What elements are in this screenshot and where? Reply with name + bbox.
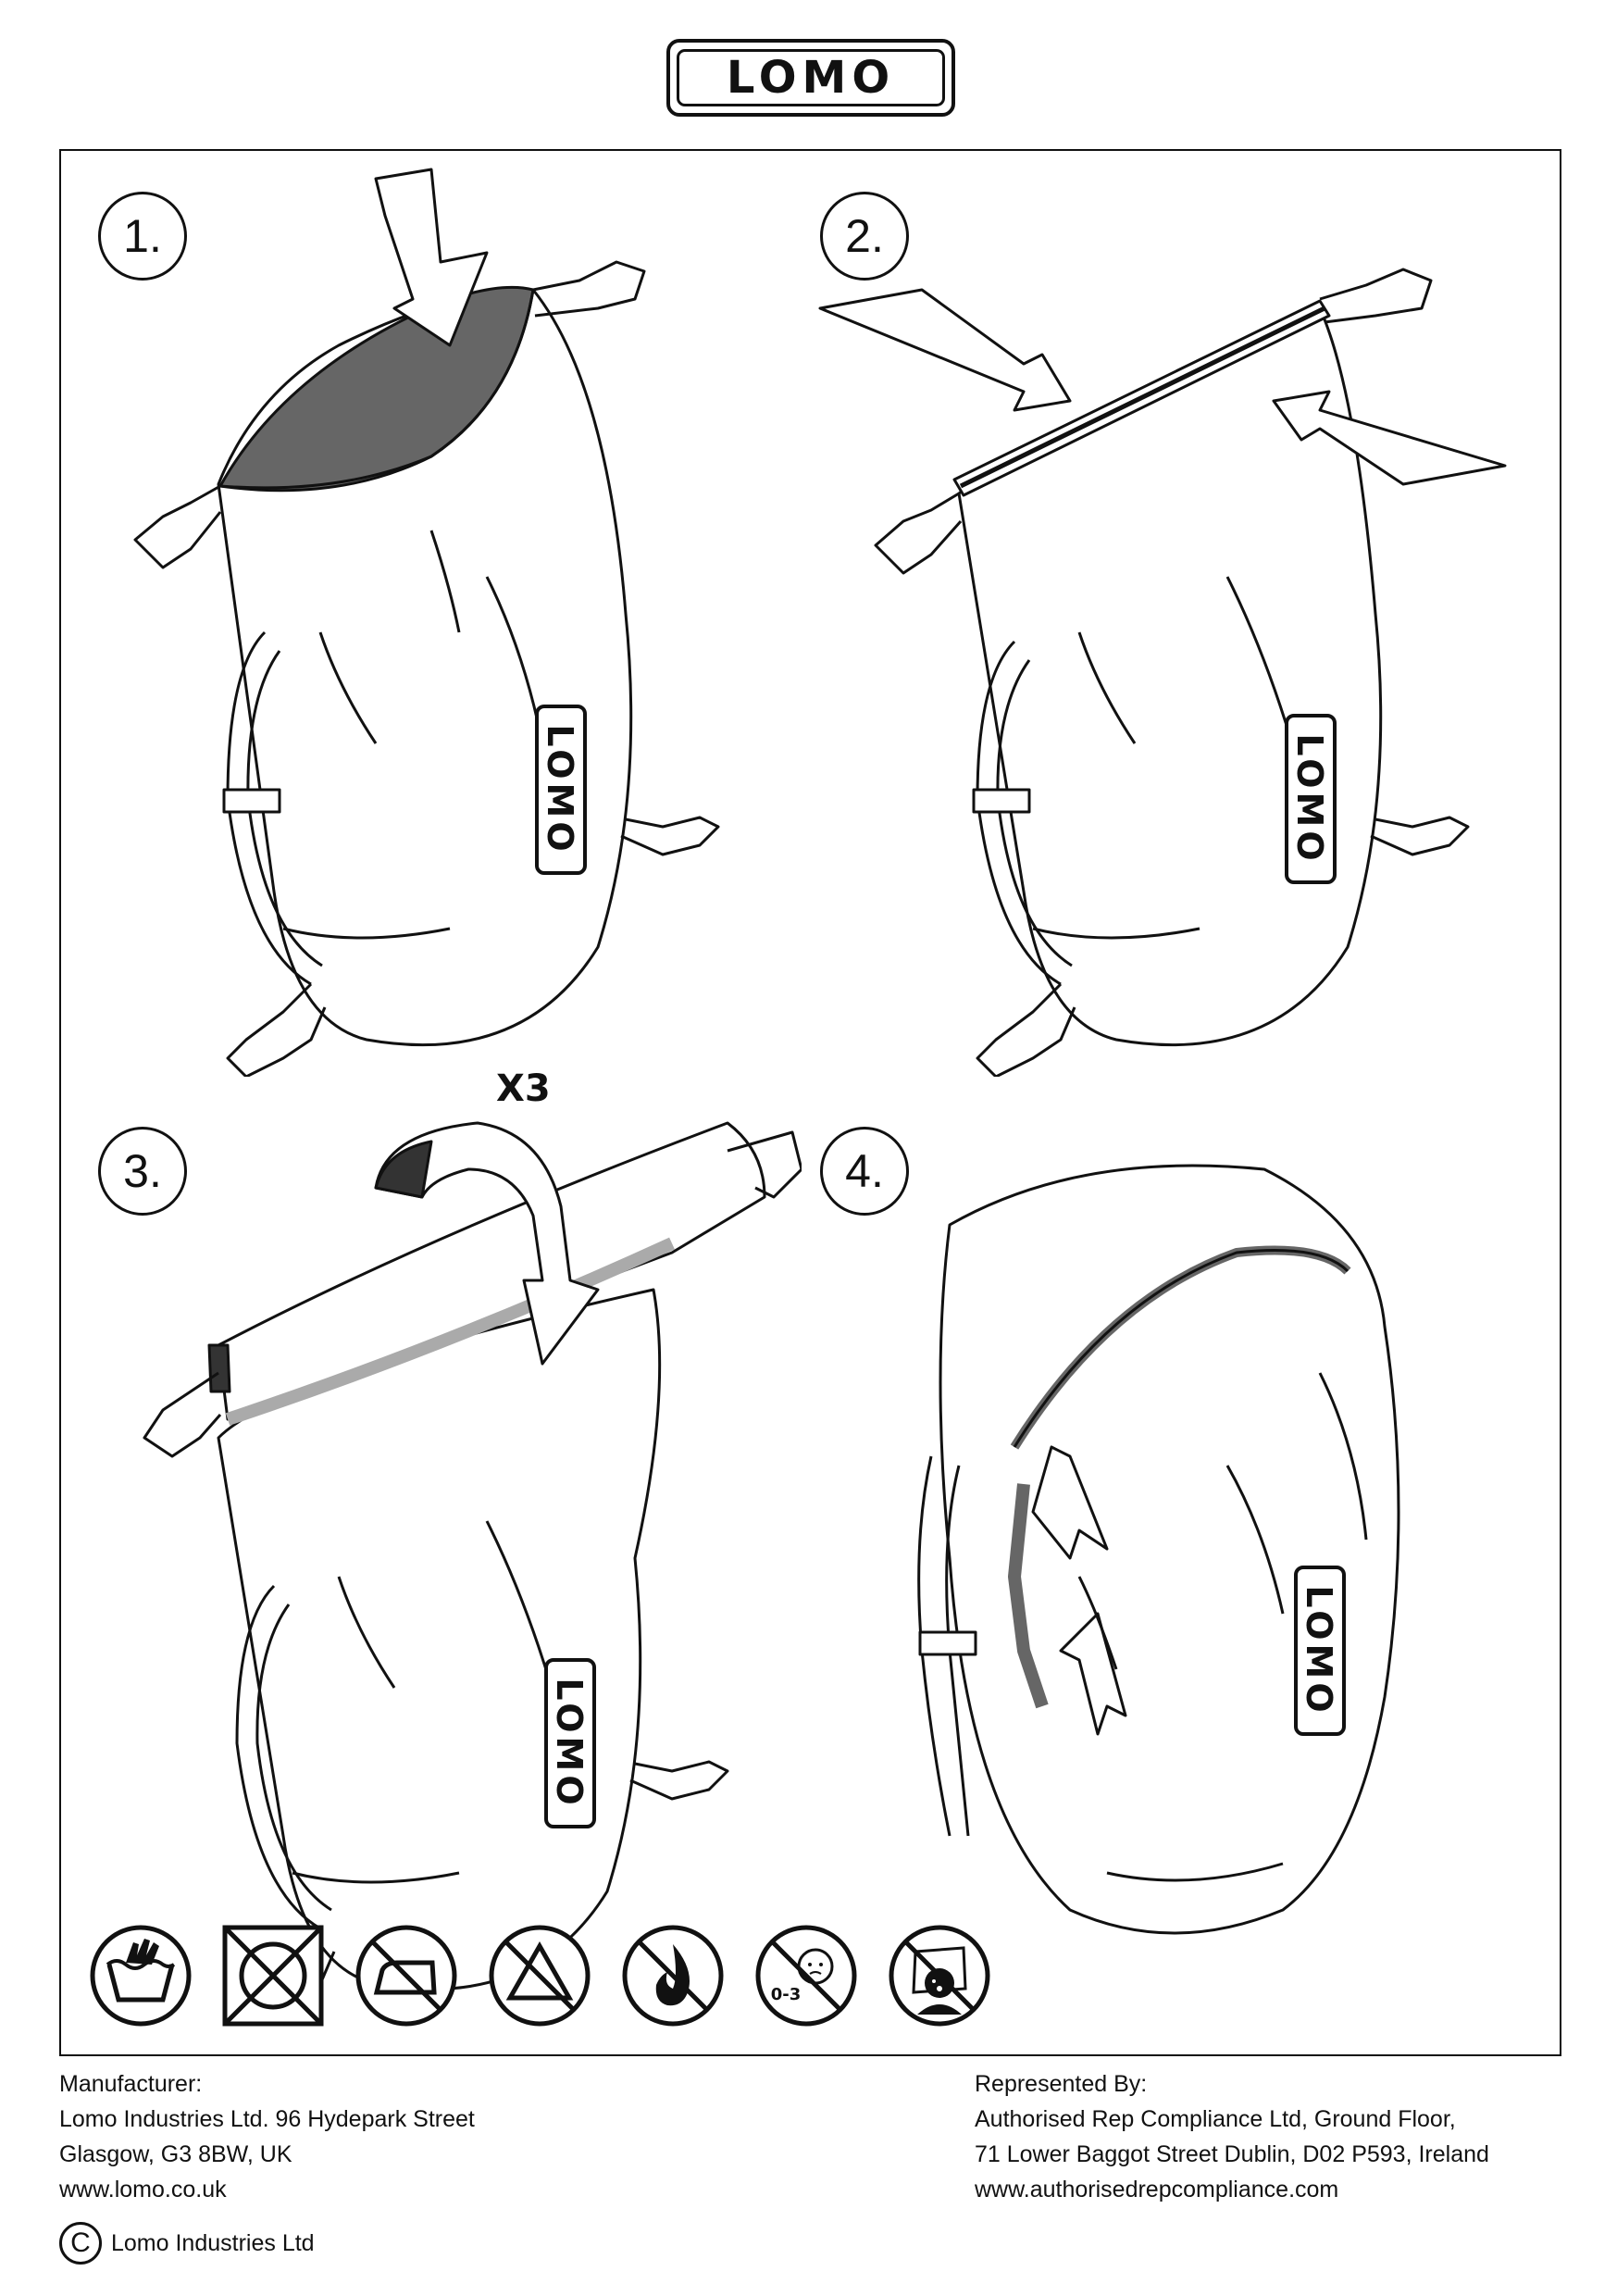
representative-line1: Authorised Rep Compliance Ltd, Ground Fl…	[975, 2106, 1456, 2132]
manufacturer-line2: Glasgow, G3 8BW, UK	[59, 2141, 292, 2167]
step-4-number: 4.	[820, 1127, 909, 1216]
step-2-number: 2.	[820, 192, 909, 281]
step-2-bag-logo: LOMO	[1289, 733, 1330, 864]
do-not-tumble-dry-icon	[222, 1925, 324, 2027]
step-3-illustration: LOMO	[143, 1121, 802, 2021]
manufacturer-website: www.lomo.co.uk	[59, 2177, 227, 2202]
manufacturer-info: Manufacturer: Lomo Industries Ltd. 96 Hy…	[59, 2066, 475, 2207]
brand-logo-text: LOMO	[677, 49, 945, 106]
manufacturer-heading: Manufacturer:	[59, 2071, 203, 2097]
manufacturer-line1: Lomo Industries Ltd. 96 Hydepark Street	[59, 2106, 475, 2132]
step-4-illustration: LOMO	[917, 1164, 1400, 1935]
brand-logo: LOMO	[666, 39, 955, 117]
hand-wash-icon	[90, 1925, 192, 2027]
step-1-illustration: LOMO	[133, 168, 720, 1077]
not-for-children-0-3-icon: 0-3	[755, 1925, 857, 2027]
instructions-frame: 1.	[59, 149, 1561, 2056]
representative-info: Represented By: Authorised Rep Complianc…	[975, 2066, 1489, 2207]
representative-line2: 71 Lower Baggot Street Dublin, D02 P593,…	[975, 2141, 1489, 2167]
step-1-panel: 1.	[61, 151, 802, 1077]
do-not-bleach-icon	[489, 1925, 591, 2027]
representative-website: www.authorisedrepcompliance.com	[975, 2177, 1339, 2202]
suffocation-warning-icon	[889, 1925, 990, 2027]
step-2-panel: 2. LOMO	[802, 151, 1542, 1077]
step-4-bag-logo: LOMO	[1299, 1585, 1339, 1716]
age-warning-label: 0-3	[771, 1985, 802, 2004]
keep-away-from-fire-icon	[622, 1925, 724, 2027]
roll-three-times-label: X3	[496, 1067, 551, 1110]
step-3-panel: 3. X3	[61, 1067, 802, 2021]
copyright-notice: C Lomo Industries Ltd	[59, 2222, 315, 2265]
step-1-bag-logo: LOMO	[540, 724, 580, 855]
copyright-text: Lomo Industries Ltd	[111, 2229, 315, 2256]
representative-heading: Represented By:	[975, 2071, 1148, 2097]
step-3-number: 3.	[98, 1127, 187, 1216]
do-not-iron-icon	[355, 1925, 457, 2027]
copyright-symbol-icon: C	[59, 2222, 102, 2265]
step-3-bag-logo: LOMO	[549, 1678, 590, 1808]
step-2-illustration: LOMO	[818, 268, 1507, 1077]
step-1-number: 1.	[98, 192, 187, 281]
care-symbols-row: 0-3	[89, 1924, 1014, 2031]
step-4-panel: 4. LOMO	[802, 1095, 1542, 2021]
